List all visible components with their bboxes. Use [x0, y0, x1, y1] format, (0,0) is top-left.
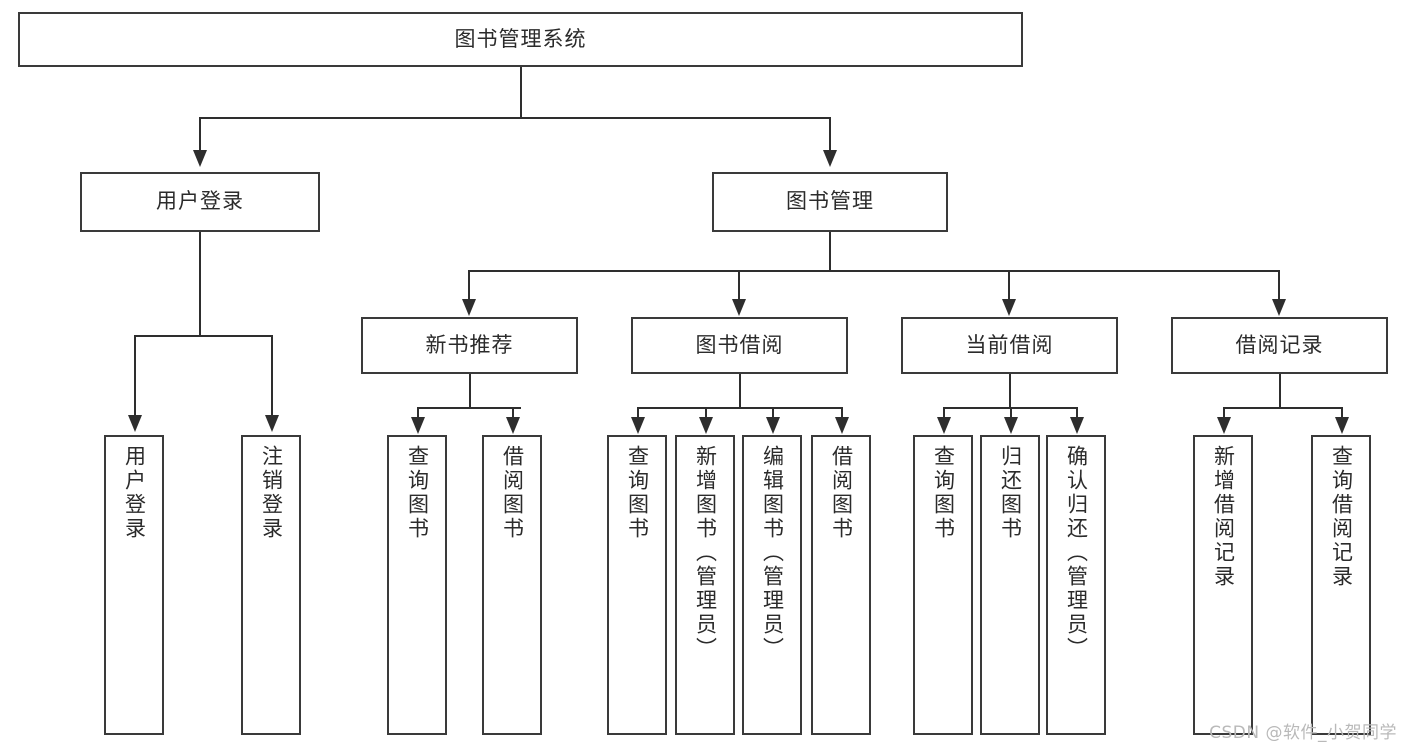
connector-root-bar [199, 117, 831, 119]
arrow-to-leaf-add-book [699, 417, 713, 434]
connector-user-login-drop-2 [271, 335, 273, 417]
leaf-label: 编辑图书（管理员） [760, 445, 785, 661]
node-label: 新书推荐 [425, 332, 514, 357]
node-label: 图书管理 [786, 189, 874, 214]
leaf-query-borrow-record[interactable]: 查询借阅记录 [1311, 435, 1371, 735]
connector-user-login-bar [134, 335, 272, 337]
leaf-borrow-book-recommend[interactable]: 借阅图书 [482, 435, 542, 735]
connector-book-manage-drop-2 [738, 270, 740, 301]
leaf-user-login[interactable]: 用户登录 [104, 435, 164, 735]
node-book-borrow[interactable]: 图书借阅 [631, 317, 848, 374]
leaf-label: 查询图书 [625, 445, 650, 541]
connector-book-manage-drop-4 [1278, 270, 1280, 301]
arrow-to-leaf-edit-book [766, 417, 780, 434]
connector-current-stem [1009, 374, 1011, 407]
connector-user-login-drop-1 [134, 335, 136, 417]
connector-record-drop-1 [1223, 407, 1225, 419]
arrow-to-leaf-query-record [1335, 417, 1349, 434]
arrow-to-user-login [193, 150, 207, 167]
arrow-to-leaf-query-book-2 [631, 417, 645, 434]
connector-root-right-drop [829, 117, 831, 152]
node-root-system[interactable]: 图书管理系统 [18, 12, 1023, 67]
connector-book-manage-bar [468, 270, 1280, 272]
leaf-add-book-admin[interactable]: 新增图书（管理员） [675, 435, 735, 735]
csdn-watermark: CSDN @软件_小贺同学 [1209, 723, 1397, 743]
connector-book-manage-drop-3 [1008, 270, 1010, 301]
arrow-to-leaf-logout [265, 415, 279, 432]
leaf-label: 归还图书 [998, 445, 1023, 541]
leaf-query-book-current[interactable]: 查询图书 [913, 435, 973, 735]
node-user-login[interactable]: 用户登录 [80, 172, 320, 232]
arrow-to-book-borrow [732, 299, 746, 316]
connector-current-drop-1 [943, 407, 945, 419]
connector-borrow-drop-1 [637, 407, 639, 419]
connector-current-drop-2 [1010, 407, 1012, 419]
leaf-label: 注销登录 [259, 445, 284, 541]
leaf-label: 确认归还（管理员） [1064, 445, 1089, 661]
connector-record-drop-2 [1341, 407, 1343, 419]
leaf-edit-book-admin[interactable]: 编辑图书（管理员） [742, 435, 802, 735]
node-label: 当前借阅 [965, 332, 1054, 357]
connector-borrow-bar [637, 407, 842, 409]
node-label: 图书管理系统 [454, 26, 587, 51]
node-label: 图书借阅 [695, 332, 784, 357]
connector-borrow-drop-4 [841, 407, 843, 419]
leaf-confirm-return-admin[interactable]: 确认归还（管理员） [1046, 435, 1106, 735]
arrow-to-leaf-query-book-1 [411, 417, 425, 434]
node-book-management[interactable]: 图书管理 [712, 172, 948, 232]
connector-recommend-drop-1 [417, 407, 419, 419]
leaf-add-borrow-record[interactable]: 新增借阅记录 [1193, 435, 1253, 735]
leaf-label: 用户登录 [122, 445, 147, 541]
leaf-logout[interactable]: 注销登录 [241, 435, 301, 735]
leaf-label: 查询借阅记录 [1329, 445, 1354, 589]
connector-recommend-stem [469, 374, 471, 407]
leaf-return-book[interactable]: 归还图书 [980, 435, 1040, 735]
connector-current-drop-3 [1076, 407, 1078, 419]
connector-borrow-drop-2 [705, 407, 707, 419]
connector-recommend-bar [417, 407, 521, 409]
node-borrow-record[interactable]: 借阅记录 [1171, 317, 1388, 374]
connector-recommend-drop-2 [512, 407, 514, 419]
arrow-to-new-book-recommend [462, 299, 476, 316]
connector-borrow-stem [739, 374, 741, 407]
arrow-to-leaf-borrow-book-1 [506, 417, 520, 434]
connector-book-manage-drop-1 [468, 270, 470, 301]
leaf-label: 查询图书 [405, 445, 430, 541]
node-current-borrow[interactable]: 当前借阅 [901, 317, 1118, 374]
node-label: 借阅记录 [1235, 332, 1324, 357]
arrow-to-borrow-record [1272, 299, 1286, 316]
connector-record-bar [1223, 407, 1342, 409]
leaf-label: 借阅图书 [829, 445, 854, 541]
node-label: 用户登录 [156, 189, 244, 214]
leaf-label: 查询图书 [931, 445, 956, 541]
leaf-label: 借阅图书 [500, 445, 525, 541]
connector-root-left-drop [199, 117, 201, 152]
arrow-to-leaf-borrow-book-2 [835, 417, 849, 434]
arrow-to-leaf-return-book [1004, 417, 1018, 434]
leaf-label: 新增图书（管理员） [693, 445, 718, 661]
connector-user-login-stem [199, 232, 201, 335]
node-new-book-recommend[interactable]: 新书推荐 [361, 317, 578, 374]
arrow-to-book-manage [823, 150, 837, 167]
leaf-query-book-borrow[interactable]: 查询图书 [607, 435, 667, 735]
connector-borrow-drop-3 [772, 407, 774, 419]
connector-root-stem [520, 67, 522, 117]
leaf-query-book-recommend[interactable]: 查询图书 [387, 435, 447, 735]
connector-record-stem [1279, 374, 1281, 407]
arrow-to-current-borrow [1002, 299, 1016, 316]
arrow-to-leaf-user-login [128, 415, 142, 432]
arrow-to-leaf-query-book-3 [937, 417, 951, 434]
arrow-to-leaf-add-record [1217, 417, 1231, 434]
connector-book-manage-stem [829, 232, 831, 270]
leaf-label: 新增借阅记录 [1211, 445, 1236, 589]
arrow-to-leaf-confirm-return [1070, 417, 1084, 434]
leaf-borrow-book[interactable]: 借阅图书 [811, 435, 871, 735]
